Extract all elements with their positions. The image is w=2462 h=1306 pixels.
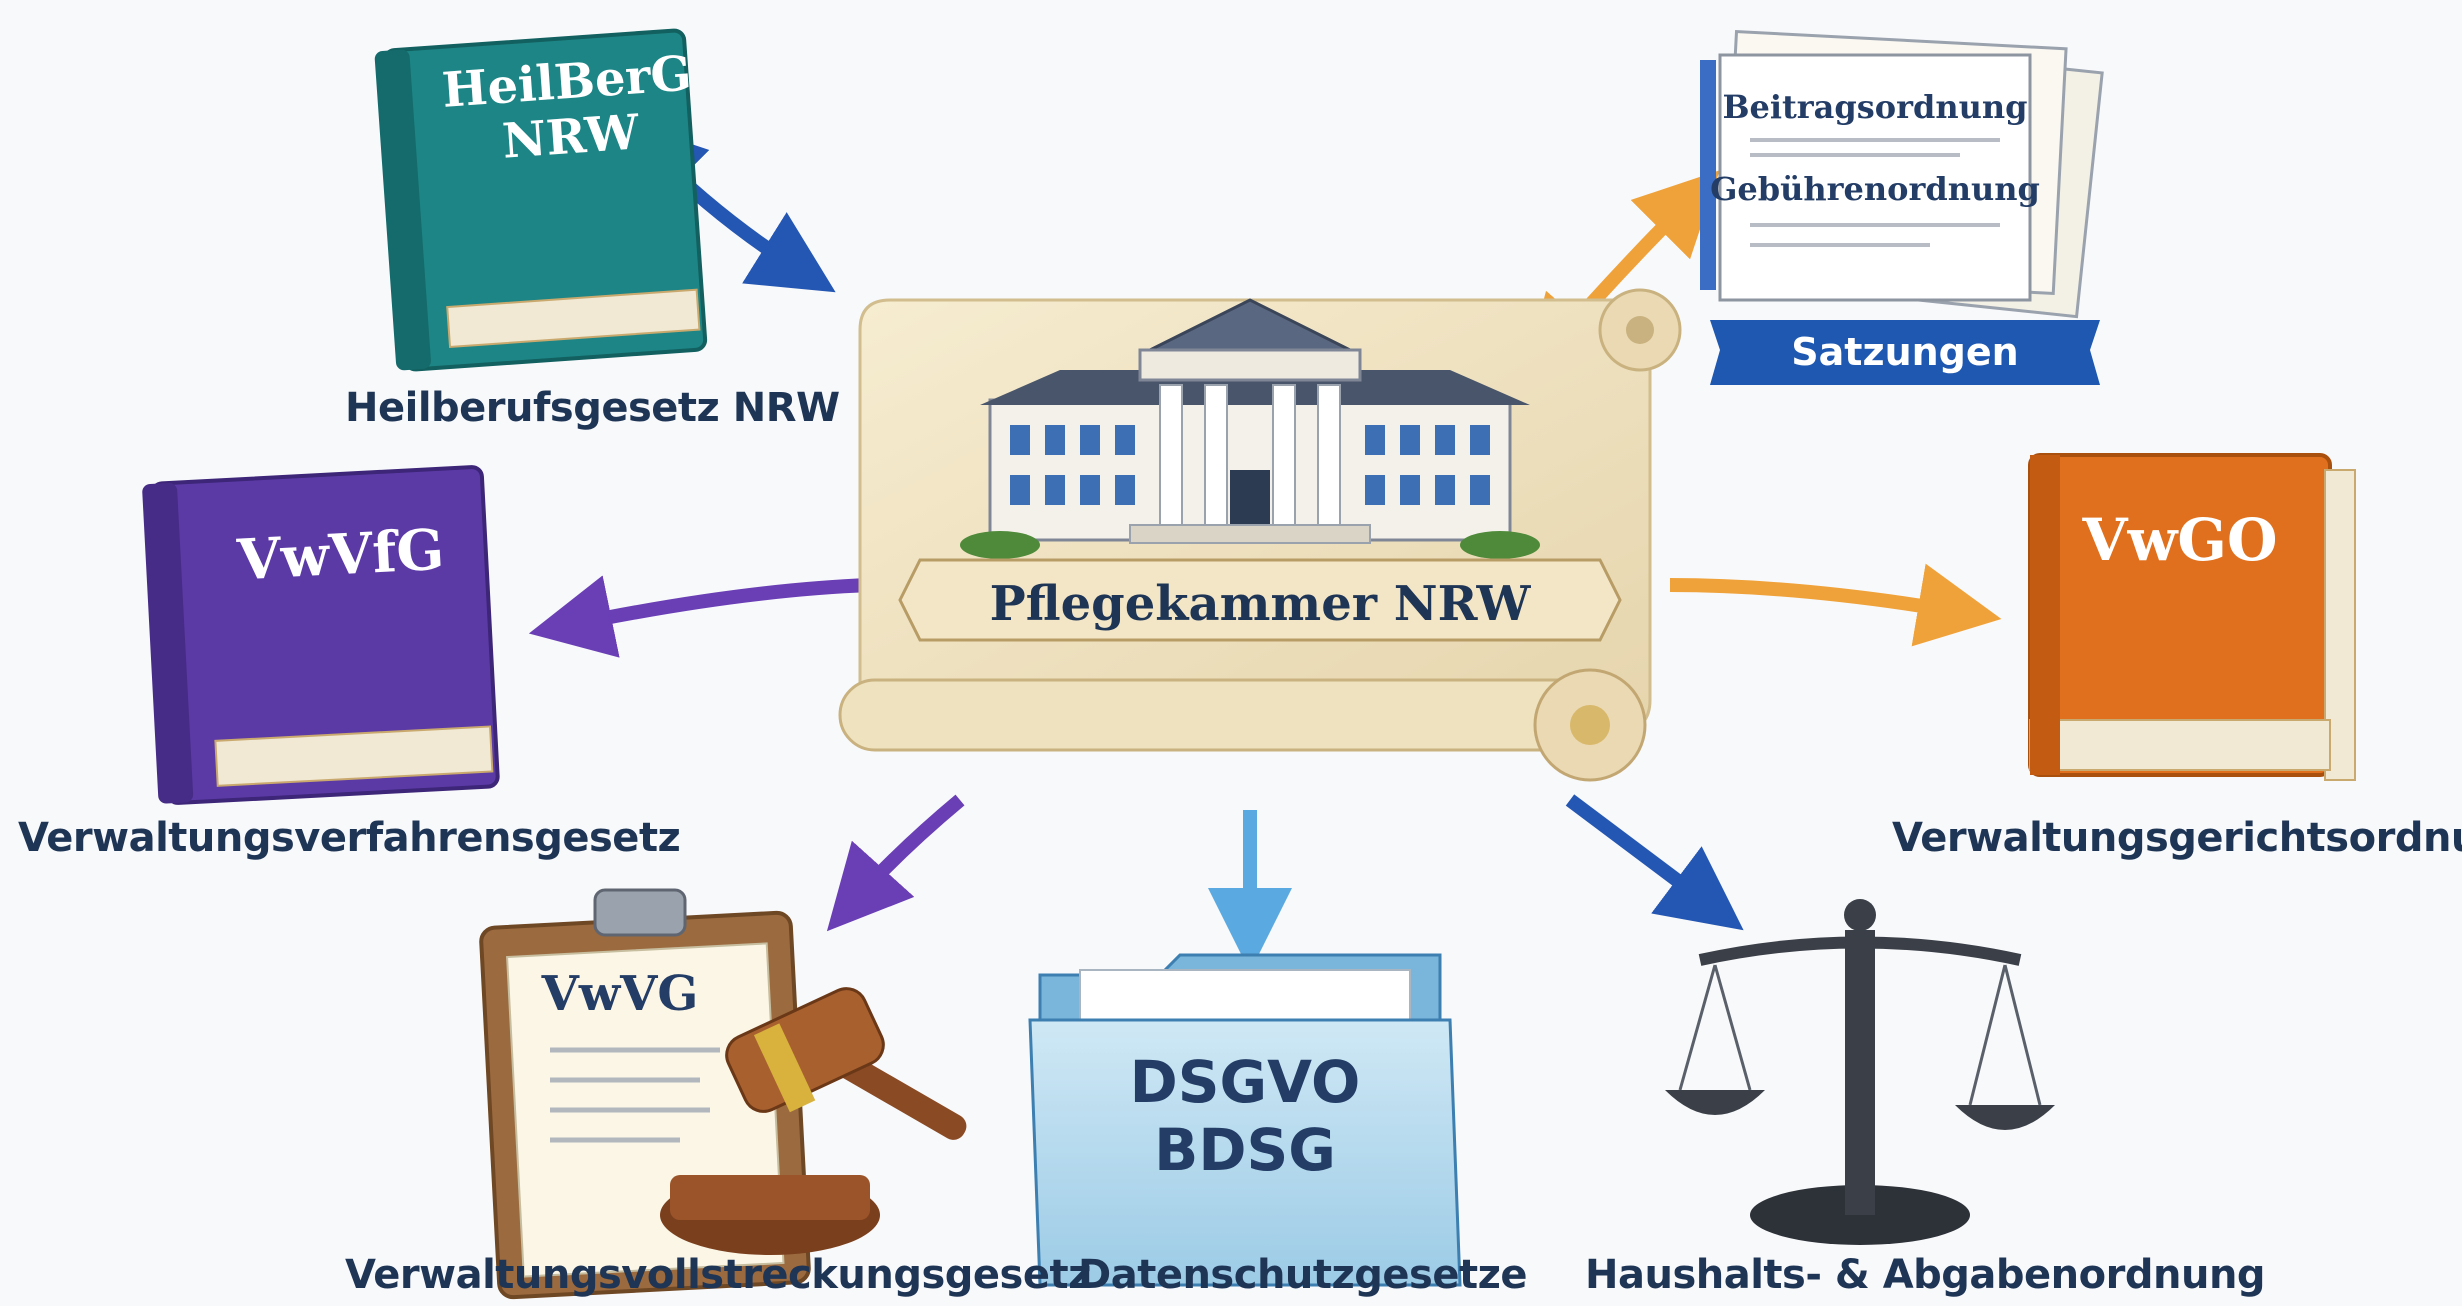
- satzungen-banner-text: Satzungen: [1791, 330, 2018, 374]
- caption-heilberufsgesetz: Heilberufsgesetz NRW: [345, 385, 840, 431]
- center-banner: Pflegekammer NRW: [898, 558, 1622, 642]
- folder-line1: DSGVO: [1130, 1048, 1361, 1116]
- arrow-vwvfg: [528, 575, 871, 658]
- satzungen-banner: Satzungen: [1710, 320, 2100, 385]
- gavel-icon: [660, 987, 967, 1255]
- caption-datenschutzgesetze: Datenschutzgesetze: [1078, 1252, 1528, 1298]
- arrow-vwvg: [826, 794, 965, 932]
- caption-verwaltungsverfahrensgesetz: Verwaltungsverfahrensgesetz: [18, 815, 681, 861]
- folder-line2: BDSG: [1154, 1116, 1336, 1184]
- building-icon: [960, 298, 1540, 559]
- svg-text:NRW: NRW: [501, 104, 642, 169]
- arrow-haushalt: [1565, 794, 1744, 931]
- clipboard-title: VwVG: [541, 966, 699, 1022]
- caption-haushalts-abgabenordnung: Haushalts- & Abgabenordnung: [1585, 1252, 2266, 1298]
- center-title: Pflegekammer NRW: [990, 576, 1532, 632]
- book-icon: VwGO: [2028, 453, 2356, 781]
- svg-text:VwVfG: VwVfG: [235, 517, 446, 594]
- svg-text:VwGO: VwGO: [2082, 506, 2278, 574]
- svg-text:Gebührenordnung: Gebührenordnung: [1710, 170, 2040, 208]
- book-icon: HeilBerG NRW: [374, 28, 708, 372]
- caption-verwaltungsgerichtsordnung: Verwaltungsgerichtsordnung: [1892, 815, 2462, 861]
- documents-icon: Beitragsordnung Gebührenordnung: [1700, 29, 2104, 319]
- folder-icon: DSGVO BDSG: [1028, 953, 1462, 1287]
- book-icon: VwVfG: [142, 465, 500, 805]
- caption-verwaltungsvollstreckungsgesetz: Verwaltungsvollstreckungsgesetz: [345, 1252, 1091, 1298]
- scales-icon: [1665, 899, 2055, 1245]
- arrow-vwgo: [1669, 563, 2002, 647]
- svg-text:Beitragsordnung: Beitragsordnung: [1722, 88, 2027, 126]
